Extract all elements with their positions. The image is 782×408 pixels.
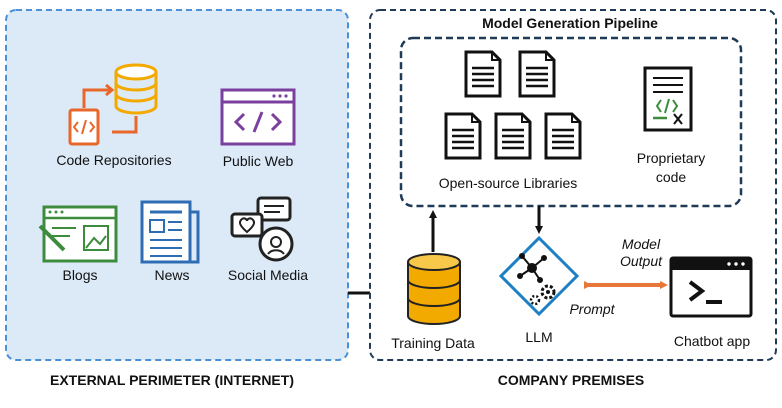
chatbot-app-label: Chatbot app: [674, 333, 750, 349]
chatbot-app-icon: [669, 256, 753, 318]
prompt-label: Prompt: [569, 301, 615, 317]
blogs-icon: [38, 205, 118, 263]
pipeline-title: Model Generation Pipeline: [482, 15, 658, 31]
company-premises-caption: COMPANY PREMISES: [498, 372, 645, 388]
document-icons: [444, 50, 582, 160]
blogs-label: Blogs: [62, 267, 97, 283]
proprietary-code-label-line2: code: [656, 169, 687, 185]
public-web-icon: [220, 88, 296, 146]
llm-icon: [498, 235, 580, 317]
training-data-database-icon: [407, 253, 461, 325]
document-icon: [544, 112, 582, 160]
model-output-label-line2: Output: [620, 253, 663, 269]
news-icon: [140, 200, 200, 264]
document-icon: [464, 50, 502, 98]
social-media-label: Social Media: [228, 267, 308, 283]
document-icon: [518, 50, 556, 98]
code-repositories-label: Code Repositories: [56, 152, 171, 168]
proprietary-code-label-line1: Proprietary: [637, 150, 705, 166]
external-perimeter: [5, 9, 349, 361]
document-icon: [444, 112, 482, 160]
model-output-label-line1: Model: [622, 236, 661, 252]
external-perimeter-box: [5, 9, 349, 361]
news-label: News: [154, 267, 189, 283]
document-icon: [494, 112, 532, 160]
open-source-libraries-label: Open-source Libraries: [439, 175, 578, 191]
llm-label: LLM: [525, 329, 552, 345]
public-web-label: Public Web: [223, 153, 294, 169]
training-data-label: Training Data: [391, 335, 475, 351]
external-perimeter-caption: EXTERNAL PERIMETER (INTERNET): [50, 372, 294, 388]
social-media-icon: [230, 196, 294, 262]
code-repositories-icon: [68, 63, 158, 146]
proprietary-code-icon: [643, 66, 693, 132]
